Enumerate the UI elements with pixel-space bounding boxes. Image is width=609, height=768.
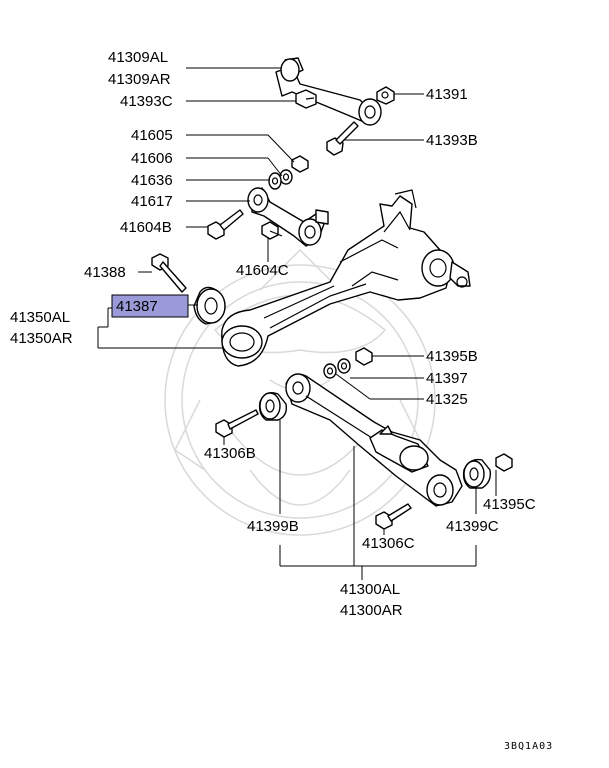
bushing-41399b <box>258 391 288 421</box>
upper-link-41309 <box>275 57 382 126</box>
callout-41605[interactable]: 41605 <box>131 127 173 144</box>
callout-41325[interactable]: 41325 <box>426 391 468 408</box>
callout-41399c[interactable]: 41399C <box>446 518 499 535</box>
callout-41395b[interactable]: 41395B <box>426 348 478 365</box>
toe-link-41617 <box>247 187 329 247</box>
callout-41300al[interactable]: 41300AL <box>340 581 400 598</box>
washer-41636 <box>268 172 282 190</box>
callout-41350al[interactable]: 41350AL <box>10 309 70 326</box>
callout-41350ar[interactable]: 41350AR <box>10 330 73 347</box>
watermark-emblem <box>164 248 436 536</box>
bushing-41399c <box>462 458 492 489</box>
nut-41391 <box>376 86 395 105</box>
bolt-41388 <box>151 253 187 293</box>
callout-41306b[interactable]: 41306B <box>204 445 256 462</box>
bolt-41604b <box>207 209 244 240</box>
callout-41399b[interactable]: 41399B <box>247 518 299 535</box>
drawing-code: 3BQ1A03 <box>504 741 553 752</box>
bolt-41393c <box>295 89 317 109</box>
callout-41391[interactable]: 41391 <box>426 86 468 103</box>
callout-41300ar[interactable]: 41300AR <box>340 602 403 619</box>
highlight-box-41387 <box>111 294 189 318</box>
callout-41604c[interactable]: 41604C <box>236 262 289 279</box>
bushing-41387 <box>193 286 226 325</box>
callout-labels: 41309AL 41309AR 41393C 41391 41393B 4160… <box>10 49 536 619</box>
callout-41309ar[interactable]: 41309AR <box>108 71 171 88</box>
washer-41606 <box>279 169 293 185</box>
washer-41397 <box>337 358 351 374</box>
callout-41606[interactable]: 41606 <box>131 150 173 167</box>
washer-41605 <box>291 155 309 173</box>
callout-41397[interactable]: 41397 <box>426 370 468 387</box>
callout-41636[interactable]: 41636 <box>131 172 173 189</box>
callout-41395c[interactable]: 41395C <box>483 496 536 513</box>
callout-41604b[interactable]: 41604B <box>120 219 172 236</box>
lower-arm-41300 <box>285 373 463 507</box>
nut-41395c <box>495 453 513 472</box>
callout-41387[interactable]: 41387 <box>116 298 158 315</box>
callout-41309al[interactable]: 41309AL <box>108 49 168 66</box>
bolt-41306c <box>375 503 412 530</box>
nut-41395b <box>355 347 373 366</box>
callout-41393b[interactable]: 41393B <box>426 132 478 149</box>
bolt-41393b <box>326 121 359 156</box>
bolt-41306b <box>215 409 259 438</box>
trailing-arm-41350 <box>221 189 471 367</box>
callout-41617[interactable]: 41617 <box>131 193 173 210</box>
washer-41325 <box>323 363 337 379</box>
leader-lines <box>97 67 497 580</box>
callout-41388[interactable]: 41388 <box>84 264 126 281</box>
bolt-41604c <box>261 221 283 240</box>
callout-41306c[interactable]: 41306C <box>362 535 415 552</box>
callout-41393c[interactable]: 41393C <box>120 93 173 110</box>
